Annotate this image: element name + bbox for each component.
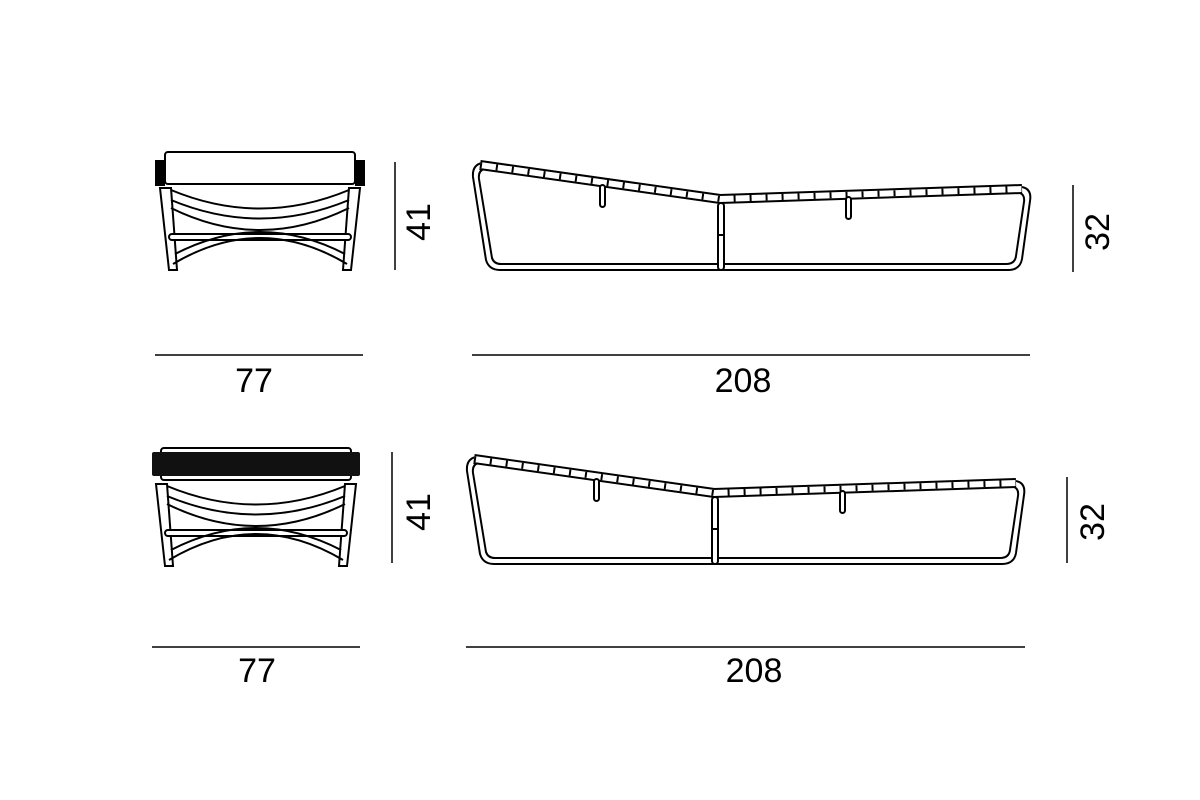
front-height-label: 41	[400, 493, 438, 531]
side-view-upper	[473, 163, 1030, 270]
side-height-label: 32	[1079, 213, 1117, 251]
front-width-label: 77	[235, 362, 273, 400]
front-width-label: 77	[238, 652, 276, 690]
side-length-label: 208	[726, 652, 783, 690]
side-height-label: 32	[1074, 503, 1112, 541]
front-view-lower	[152, 447, 360, 567]
side-length-label: 208	[715, 362, 772, 400]
front-height-label: 41	[400, 203, 438, 241]
side-view-lower	[467, 457, 1024, 564]
front-view-upper	[155, 151, 365, 271]
